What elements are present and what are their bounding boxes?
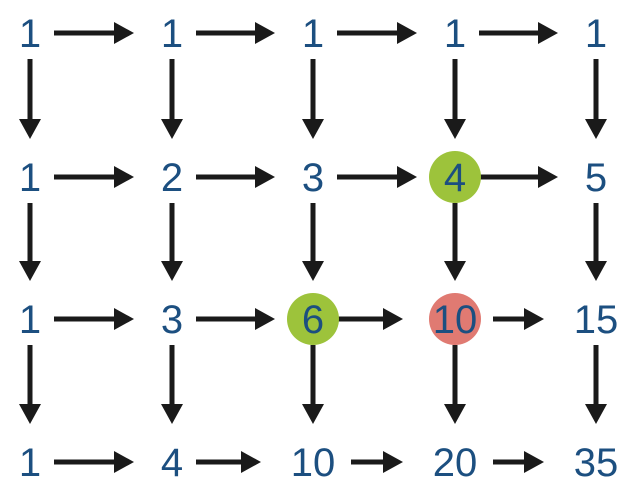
arrow-down-r2-c1 [161,345,183,424]
arrowhead [255,22,275,44]
arrowhead [383,308,403,330]
arrowhead [114,166,134,188]
arrow-right-r0-c2 [337,22,417,44]
arrow-right-r3-c2 [351,451,403,473]
arrow-right-r0-c3 [479,22,558,44]
arrow-down-r1-c3 [444,203,466,281]
arrow-right-r0-c1 [196,22,275,44]
highlight-circle-r1-c3 [429,151,481,203]
arrow-down-r0-c4 [585,59,607,139]
arrowhead [524,308,544,330]
arrow-down-r1-c4 [585,203,607,281]
arrow-down-r1-c2 [302,203,324,281]
arrow-right-r1-c1 [196,166,275,188]
arrowhead [161,119,183,139]
arrowhead [585,119,607,139]
arrow-down-r0-c2 [302,59,324,139]
arrowhead [444,404,466,424]
arrow-right-r3-c3 [493,451,544,473]
node-value-r0-c4: 1 [585,12,607,56]
arrowhead [444,261,466,281]
arrowhead [538,22,558,44]
node-value-r2-c3: 10 [433,298,478,342]
arrow-down-r2-c0 [19,345,41,424]
arrow-down-r2-c3 [444,345,466,424]
arrowhead [161,261,183,281]
arrowhead [241,451,261,473]
node-value-r1-c1: 2 [161,156,183,200]
arrowhead [585,404,607,424]
node-value-r2-c1: 3 [161,298,183,342]
highlights-layer [287,151,481,345]
arrow-down-r2-c4 [585,345,607,424]
node-value-r1-c2: 3 [302,156,324,200]
nodes-layer: 1 1 1 1 1 1 2 3 4 5 1 3 6 10 15 1 4 10 20 35 [19,12,618,485]
arrowhead [302,404,324,424]
arrow-down-r0-c3 [444,59,466,139]
node-value-r2-c0: 1 [19,298,41,342]
arrowhead [114,451,134,473]
node-value-r0-c3: 1 [444,12,466,56]
node-value-r1-c0: 1 [19,156,41,200]
highlight-circle-r2-c3 [429,293,481,345]
arrow-right-r0-c0 [54,22,134,44]
node-value-r1-c3: 4 [444,156,466,200]
edges-layer [19,22,607,473]
arrowhead [444,119,466,139]
arrow-right-r2-c0 [54,308,134,330]
arrow-right-r3-c1 [196,451,261,473]
node-value-r3-c0: 1 [19,441,41,485]
arrowhead [114,308,134,330]
arrowhead [19,261,41,281]
arrow-right-r2-c2 [337,308,403,330]
node-value-r3-c1: 4 [161,441,183,485]
arrowhead [255,166,275,188]
node-value-r3-c2: 10 [291,441,336,485]
arrow-right-r1-c2 [337,166,417,188]
node-value-r0-c1: 1 [161,12,183,56]
arrowhead [397,166,417,188]
node-value-r3-c4: 35 [574,441,619,485]
arrowhead [585,261,607,281]
arrowhead [255,308,275,330]
arrow-down-r1-c0 [19,203,41,281]
arrowhead [302,119,324,139]
arrow-down-r1-c1 [161,203,183,281]
arrow-right-r1-c0 [54,166,134,188]
arrowhead [383,451,403,473]
highlight-circle-r2-c2 [287,293,339,345]
node-value-r2-c2: 6 [302,298,324,342]
arrowhead [397,22,417,44]
node-value-r0-c2: 1 [302,12,324,56]
arrowhead [524,451,544,473]
arrow-right-r1-c3 [479,166,558,188]
node-value-r3-c3: 20 [433,441,478,485]
arrowhead [19,119,41,139]
arrow-right-r2-c3 [493,308,544,330]
node-value-r1-c4: 5 [585,156,607,200]
arrow-right-r3-c0 [54,451,134,473]
arrow-down-r0-c0 [19,59,41,139]
arrowhead [538,166,558,188]
node-value-r0-c0: 1 [19,12,41,56]
arrowhead [19,404,41,424]
arrowhead [114,22,134,44]
arrowhead [161,404,183,424]
arrow-down-r2-c2 [302,345,324,424]
arrow-down-r0-c1 [161,59,183,139]
arrow-right-r2-c1 [196,308,275,330]
node-value-r2-c4: 15 [574,298,619,342]
arrowhead [302,261,324,281]
